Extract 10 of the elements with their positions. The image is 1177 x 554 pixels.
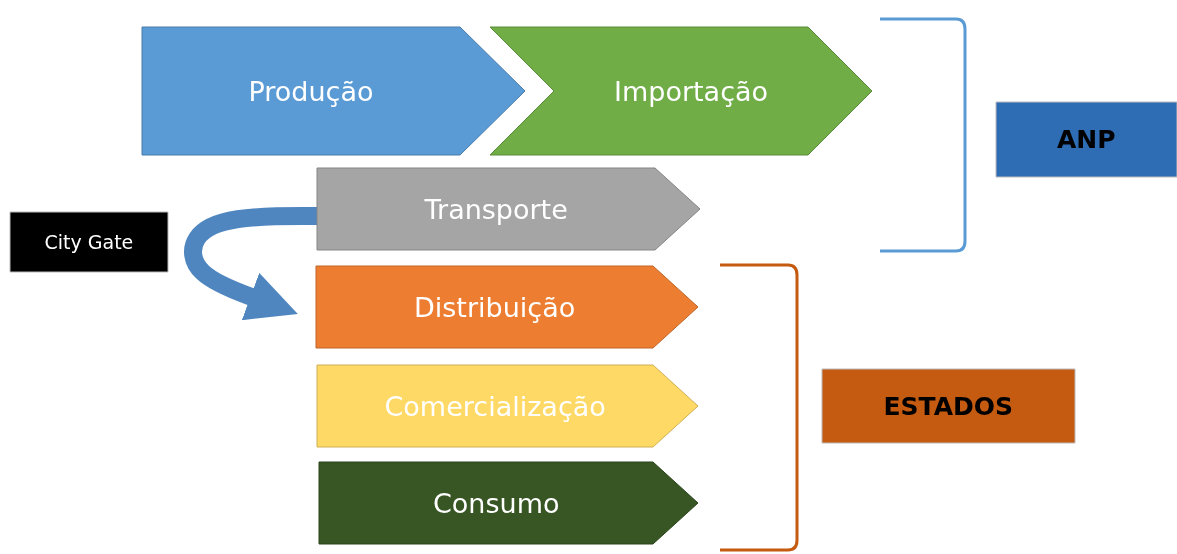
stage-label: Comercialização	[384, 390, 606, 422]
stage-label: ESTADOS	[883, 391, 1014, 421]
stage-label: ANP	[1057, 125, 1116, 154]
stage-label: Transporte	[424, 193, 568, 225]
stage-label: Consumo	[433, 487, 560, 519]
curved-arrow	[184, 207, 317, 321]
stage-label: City Gate	[44, 231, 134, 253]
stage-label: Distribuição	[414, 291, 576, 323]
stage-label: Importação	[614, 75, 769, 107]
stage-label: Produção	[248, 75, 374, 107]
